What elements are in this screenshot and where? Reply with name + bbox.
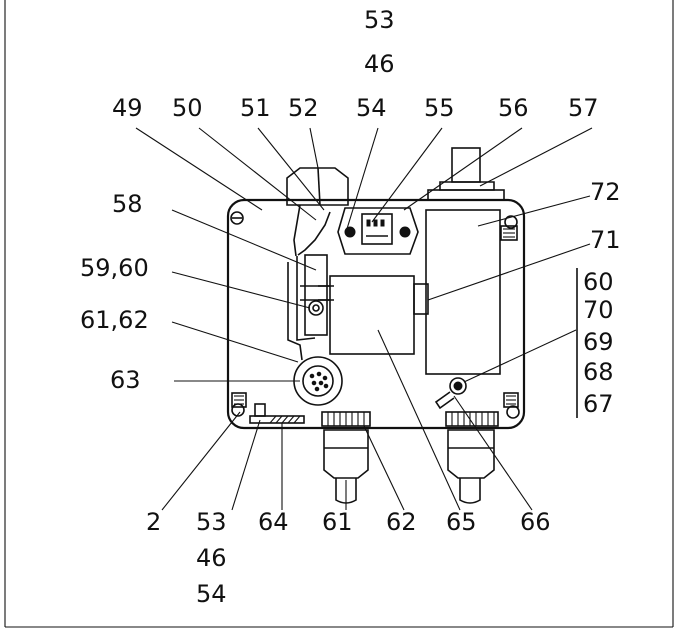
label-61: 61 (322, 508, 353, 536)
label-54: 54 (356, 94, 387, 122)
coil-block (318, 275, 429, 355)
label-2: 2 (146, 508, 161, 536)
screw-bottom-left (231, 392, 247, 417)
label-68: 68 (583, 358, 614, 386)
gland-bottom-right (445, 411, 499, 504)
label-58: 58 (112, 190, 143, 218)
label-67: 67 (583, 390, 614, 418)
bottom-terminal-bar (249, 403, 305, 424)
screw-bottom-right (503, 392, 520, 419)
label-69: 69 (583, 328, 614, 356)
label-61-62: 61,62 (80, 306, 149, 334)
label-65: 65 (446, 508, 477, 536)
label-59-60: 59,60 (80, 254, 149, 282)
mounting-bracket (300, 254, 334, 336)
label-72: 72 (590, 178, 621, 206)
device-housing (226, 198, 526, 430)
switch-block (337, 207, 419, 255)
label-57: 57 (568, 94, 599, 122)
label-52: 52 (288, 94, 319, 122)
label-54-bottom: 54 (196, 580, 227, 608)
label-55: 55 (424, 94, 455, 122)
adjuster-knob (286, 167, 349, 257)
label-56: 56 (498, 94, 529, 122)
pressure-connection-top (427, 147, 505, 201)
cable-gland (293, 356, 343, 406)
label-46-bottom: 46 (196, 544, 227, 572)
screw-top-left (230, 211, 244, 225)
label-51: 51 (240, 94, 271, 122)
label-63: 63 (110, 366, 141, 394)
screw-top-right (500, 215, 518, 241)
label-53-bottom: 53 (196, 508, 227, 536)
label-70: 70 (583, 296, 614, 324)
label-46-top: 46 (364, 50, 395, 78)
earth-terminal (434, 377, 467, 410)
right-enclosure (425, 209, 501, 375)
leader-lines (135, 127, 593, 511)
label-62: 62 (386, 508, 417, 536)
label-64: 64 (258, 508, 289, 536)
label-60-right: 60 (583, 268, 614, 296)
label-49: 49 (112, 94, 143, 122)
cutaway-edge (287, 211, 331, 361)
label-71: 71 (590, 226, 621, 254)
label-53-top: 53 (364, 6, 395, 34)
label-50: 50 (172, 94, 203, 122)
page-frame (4, 0, 674, 628)
label-66: 66 (520, 508, 551, 536)
